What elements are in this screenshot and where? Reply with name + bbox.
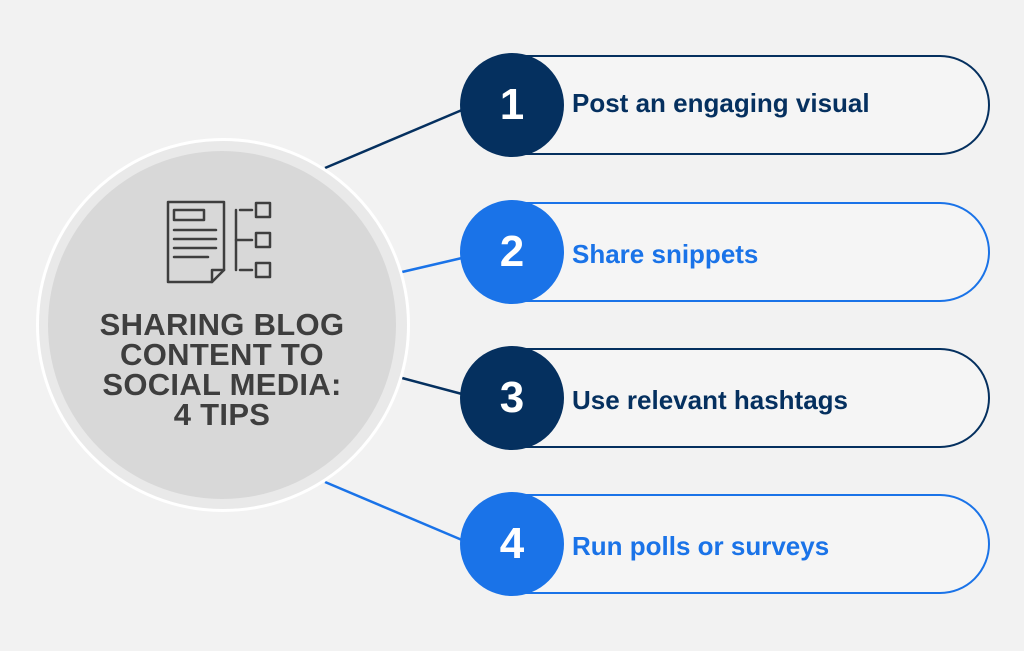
tip-number-badge-3: 3	[460, 346, 564, 450]
hub-title-line-4: 4 TIPS	[173, 397, 271, 432]
connector-line-3	[401, 376, 463, 396]
connector-line-2	[401, 256, 463, 274]
tip-number-badge-1: 1	[460, 53, 564, 157]
hub-title-line-3: SOCIAL MEDIA:	[102, 367, 342, 402]
tip-number-badge-2: 2	[460, 200, 564, 304]
tip-number-badge-4: 4	[460, 492, 564, 596]
blog-post-outline-icon	[166, 200, 272, 284]
hub-title: SHARING BLOG CONTENT TO SOCIAL MEDIA: 4 …	[60, 307, 384, 432]
tip-label-1: Post an engaging visual	[572, 88, 870, 118]
tip-label-2: Share snippets	[572, 239, 759, 269]
hub-title-line-2: CONTENT TO	[120, 337, 324, 372]
tip-label-4: Run polls or surveys	[572, 531, 830, 561]
hub-title-line-1: SHARING BLOG	[99, 307, 345, 342]
hub-circle	[48, 151, 396, 499]
connector-line-1	[324, 108, 463, 170]
connector-line-4	[324, 480, 463, 542]
tip-label-3: Use relevant hashtags	[572, 385, 849, 415]
